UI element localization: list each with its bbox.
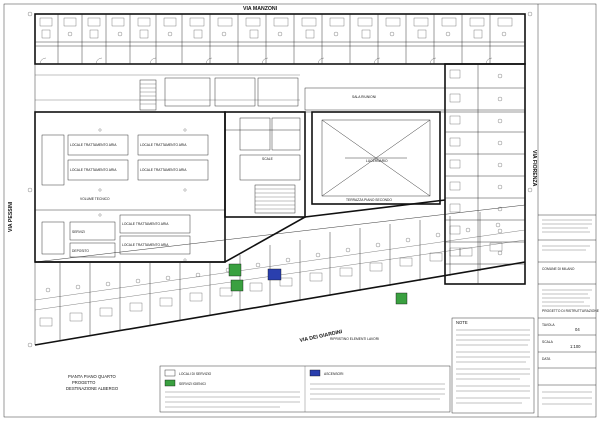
- client-label: COMUNE DI MILANO: [542, 267, 575, 271]
- notes-block: NOTE: [451, 317, 535, 414]
- blue-lift-block: [267, 268, 282, 281]
- grid-markers: [27, 11, 533, 348]
- wing-label: SERVIZI: [72, 230, 85, 234]
- street-north-label: VIA MANZONI: [243, 6, 278, 12]
- plan-title: PIANTA PIANO QUARTO PROGETTO DESTINAZION…: [66, 374, 119, 391]
- green-service-block: [395, 292, 408, 305]
- plan-title-line1: PIANTA PIANO QUARTO: [68, 374, 116, 379]
- street-west-label: VIA PESSINI: [8, 201, 14, 232]
- legend-white-label: LOCALI DI SERVIZIO: [179, 372, 212, 376]
- street-east-label: VIA FIORENZA: [531, 150, 537, 187]
- wing-label: LOCALE TRATTAMENTO ARIA: [140, 168, 187, 172]
- south-title-label: RIPRISTINO ELEMENTI LAVORI: [330, 337, 379, 341]
- green-service-block: [228, 263, 242, 277]
- legend-blue-label: ASCENSORI: [324, 372, 344, 376]
- south-wing: RIPRISTINO ELEMENTI LAVORI: [34, 199, 526, 346]
- green-service-block: [230, 279, 244, 292]
- courtyard-label: LUCERNARIO: [366, 159, 388, 163]
- sheet-label: TAVOLA: [542, 323, 555, 327]
- title-block: COMUNE DI MILANO PROGETTO DI RISTRUTTURA…: [538, 214, 600, 405]
- terrace-label: TERRAZZA PIANO SECONDO: [346, 198, 392, 202]
- stair-hall-label: SCALE: [262, 157, 274, 161]
- project-label: PROGETTO DI RISTRUTTURAZIONE: [542, 309, 600, 313]
- left-wing: LOCALE TRATTAMENTO ARIA LOCALE TRATTAMEN…: [34, 111, 300, 263]
- scale-value: 1:100: [570, 344, 581, 349]
- legend: LOCALI DI SERVIZIO SERVIZI IGIENICI ASCE…: [159, 365, 451, 413]
- central-core: SCALE: [224, 111, 306, 218]
- sheet-number: 04: [575, 327, 580, 332]
- courtyard: SALA RIUNIONI LUCERNARIO TERRAZZA PIANO …: [304, 87, 446, 205]
- wing-label: DEPOSITO: [72, 249, 89, 253]
- date-label: DATA: [542, 357, 551, 361]
- plan-title-line2: PROGETTO: [72, 380, 96, 385]
- sheet-frame: [3, 3, 597, 418]
- legend-green-label: SERVIZI IGIENICI: [179, 382, 206, 386]
- wing-label: LOCALE TRATTAMENTO ARIA: [70, 143, 117, 147]
- legend-swatch-blue: [309, 369, 321, 377]
- legend-swatch-green: [164, 379, 176, 387]
- wing-label: LOCALE TRATTAMENTO ARIA: [122, 222, 169, 226]
- hall-label: SALA RIUNIONI: [352, 95, 376, 99]
- notes-heading: NOTE: [456, 320, 468, 325]
- wing-label: LOCALE TRATTAMENTO ARIA: [122, 243, 169, 247]
- plan-title-line3: DESTINAZIONE ALBERGO: [66, 386, 119, 391]
- wing-label: LOCALE TRATTAMENTO ARIA: [140, 143, 187, 147]
- wing-label: VOLUME TECNICO: [80, 197, 110, 201]
- wing-label: LOCALE TRATTAMENTO ARIA: [70, 168, 117, 172]
- east-wing: [444, 63, 526, 285]
- scale-label: SCALA: [542, 340, 554, 344]
- legend-swatch-white: [164, 369, 176, 377]
